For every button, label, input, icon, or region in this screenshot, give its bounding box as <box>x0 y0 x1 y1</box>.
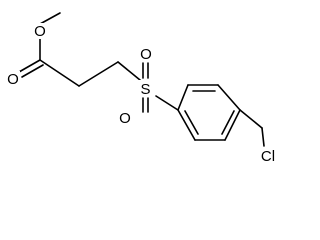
svg-text:O: O <box>119 110 131 127</box>
atom-ester-o-single: O <box>33 23 47 40</box>
atom-ester-o-double: O <box>6 71 20 88</box>
bond-ch2-s <box>117 61 141 81</box>
ring-bond-4 <box>224 109 241 141</box>
bond-ch2-ch2 <box>78 61 119 87</box>
bond-s-ring <box>155 95 179 111</box>
ring-bond-6 <box>177 109 196 141</box>
chemical-structure-diagram: O O S O O Cl <box>6 12 280 165</box>
bond-carbonyl-double-b <box>21 64 44 78</box>
svg-text:O: O <box>140 46 152 63</box>
ring-bond-3 <box>217 84 241 111</box>
ring-bond-1 <box>177 84 189 111</box>
bond-carbonyl-ch2 <box>39 59 80 87</box>
bond-carbonyl-double-a <box>18 59 41 73</box>
svg-text:O: O <box>7 71 19 88</box>
svg-text:Cl: Cl <box>261 148 275 165</box>
svg-text:S: S <box>140 81 150 98</box>
ring-inner-bond-c <box>184 110 199 135</box>
bond-methyl-o <box>39 12 61 25</box>
bond-ring-cl <box>239 109 263 129</box>
ring-inner-bond-b <box>221 110 235 135</box>
svg-text:O: O <box>34 23 46 40</box>
atom-chlorine: Cl <box>258 148 280 165</box>
bond-cl-connector <box>261 127 265 147</box>
atom-sulfonyl-o-bottom: O <box>118 110 132 127</box>
atom-sulfur: S <box>138 80 153 98</box>
atom-sulfonyl-o-top: O <box>139 46 153 63</box>
